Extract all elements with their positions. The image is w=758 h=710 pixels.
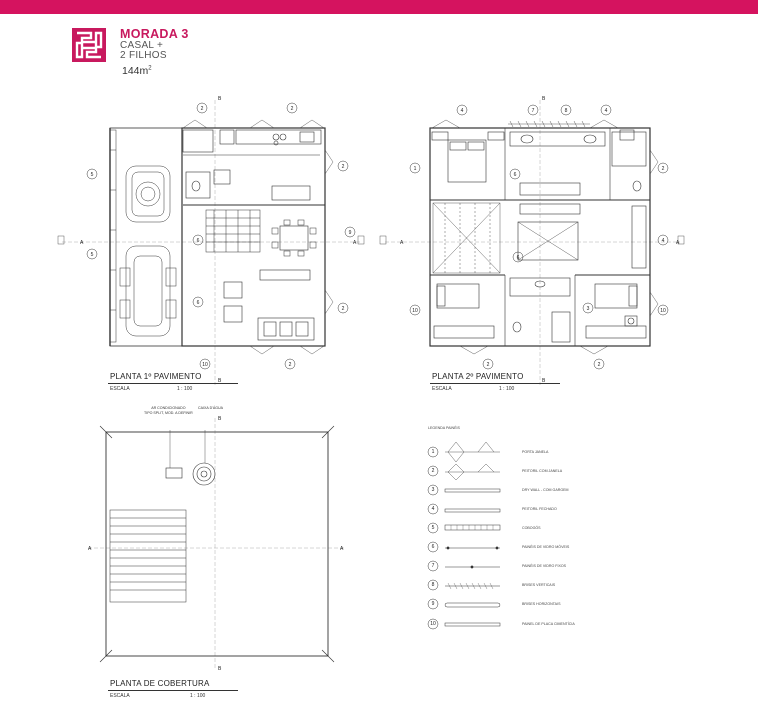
svg-text:6: 6 bbox=[197, 300, 200, 306]
subtitle-line-2: 2 FILHOS bbox=[120, 50, 167, 61]
svg-text:9: 9 bbox=[349, 230, 352, 236]
legend-symbols bbox=[427, 441, 501, 630]
svg-text:2: 2 bbox=[289, 362, 292, 368]
svg-text:B: B bbox=[218, 666, 222, 672]
svg-text:2: 2 bbox=[487, 362, 490, 368]
roof-scale-label: ESCALA bbox=[110, 693, 130, 699]
svg-text:10: 10 bbox=[202, 362, 208, 368]
svg-text:A: A bbox=[353, 240, 357, 246]
svg-text:8: 8 bbox=[565, 108, 568, 114]
svg-text:10: 10 bbox=[660, 308, 666, 314]
legend-label-9: BRISES HORIZONTAIS bbox=[522, 602, 561, 606]
legend-label-8: BRISES VERTICAIS bbox=[522, 583, 556, 587]
legend-label-5: COBOGÓS bbox=[522, 526, 541, 530]
legend-num-10: 10 bbox=[430, 621, 436, 627]
svg-text:A: A bbox=[400, 240, 404, 246]
svg-text:1: 1 bbox=[414, 166, 417, 172]
svg-text:A: A bbox=[340, 546, 344, 552]
svg-text:2: 2 bbox=[291, 106, 294, 112]
roof-tank-tag: CAIXA D'ÁGUA bbox=[198, 406, 224, 410]
legend-label-2: PEITORIL COM JANELA bbox=[522, 469, 563, 473]
floor2-scale-value: 1 : 100 bbox=[499, 386, 515, 392]
legend-num-5: 5 bbox=[431, 525, 435, 531]
floor1-plan-drawing: 2 2 5 5 2 9 2 6 6 10 2 A A B B bbox=[57, 96, 365, 385]
svg-text:B: B bbox=[542, 96, 546, 102]
logo-icon bbox=[72, 28, 106, 62]
svg-text:2: 2 bbox=[201, 106, 204, 112]
svg-text:4: 4 bbox=[605, 108, 608, 114]
svg-text:5: 5 bbox=[91, 252, 94, 258]
legend-num-1: 1 bbox=[431, 449, 435, 455]
svg-text:A: A bbox=[80, 240, 84, 246]
svg-text:6: 6 bbox=[517, 255, 520, 261]
legend-num-2: 2 bbox=[431, 468, 435, 474]
floor1-title: PLANTA 1º PAVIMENTO bbox=[110, 372, 202, 381]
subtitle-line-1: CASAL + bbox=[120, 40, 164, 51]
svg-text:2: 2 bbox=[342, 306, 345, 312]
legend-num-9: 9 bbox=[431, 601, 435, 607]
svg-text:4: 4 bbox=[461, 108, 464, 114]
svg-text:10: 10 bbox=[412, 308, 418, 314]
svg-text:6: 6 bbox=[514, 172, 517, 178]
floor2-scale-label: ESCALA bbox=[432, 386, 452, 392]
legend-label-1: PORTA JANELA bbox=[522, 450, 549, 454]
svg-text:B: B bbox=[542, 378, 546, 384]
legend-num-8: 8 bbox=[431, 582, 435, 588]
legend-title: LEGENDA PAINÉIS bbox=[428, 426, 460, 430]
area-value: 144m bbox=[122, 65, 149, 77]
svg-text:5: 5 bbox=[91, 172, 94, 178]
floor1-title-underline bbox=[108, 383, 238, 384]
svg-text:4: 4 bbox=[662, 238, 665, 244]
roof-ac-tag: AR CONDICIONADO TIPO SPLIT, MOD. A DEFIN… bbox=[144, 406, 193, 415]
roof-title: PLANTA DE COBERTURA bbox=[110, 679, 210, 688]
svg-text:B: B bbox=[218, 96, 222, 102]
house-title: MORADA 3 bbox=[120, 27, 189, 41]
house-subtitle: CASAL + 2 FILHOS bbox=[120, 41, 167, 61]
roof-plan-drawing: A A B B bbox=[88, 416, 345, 672]
svg-text:2: 2 bbox=[662, 166, 665, 172]
floor2-title: PLANTA 2º PAVIMENTO bbox=[432, 372, 524, 381]
floor2-title-underline bbox=[430, 383, 560, 384]
legend-num-3: 3 bbox=[431, 487, 435, 493]
floor1-scale-label: ESCALA bbox=[110, 386, 130, 392]
legend-label-4: PEITORIL FECHADO bbox=[522, 507, 557, 511]
legend-label-10: PAINEL DE PLACA CIMENTÍCIA bbox=[522, 622, 575, 626]
svg-text:A: A bbox=[88, 546, 92, 552]
roof-title-underline bbox=[108, 690, 238, 691]
svg-text:7: 7 bbox=[532, 108, 535, 114]
svg-text:6: 6 bbox=[197, 238, 200, 244]
svg-text:2: 2 bbox=[342, 164, 345, 170]
legend-label-6: PAINÉIS DE VIDRO MÓVEIS bbox=[522, 545, 570, 549]
legend-num-6: 6 bbox=[431, 544, 435, 550]
top-accent-bar bbox=[0, 0, 758, 14]
legend-num-7: 7 bbox=[431, 563, 435, 569]
svg-text:B: B bbox=[218, 378, 222, 384]
house-area: 144m2 bbox=[122, 65, 152, 77]
legend-label-3: DRY WALL - COM GARGEM bbox=[522, 488, 569, 492]
area-unit-sup: 2 bbox=[148, 65, 152, 72]
svg-text:2: 2 bbox=[598, 362, 601, 368]
svg-text:3: 3 bbox=[587, 306, 590, 312]
svg-text:B: B bbox=[218, 416, 222, 422]
roof-scale-value: 1 : 100 bbox=[190, 693, 206, 699]
legend-label-7: PAINÉIS DE VIDRO FIXOS bbox=[522, 564, 567, 568]
legend-num-4: 4 bbox=[431, 506, 435, 512]
floor1-scale-value: 1 : 100 bbox=[177, 386, 193, 392]
